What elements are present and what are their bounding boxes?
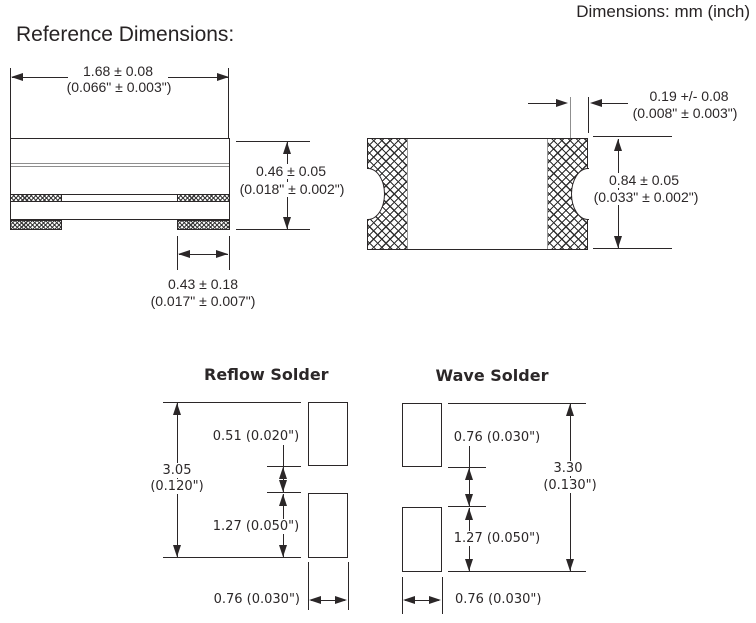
arrowhead-left	[178, 250, 190, 258]
dim-terminal-thickness-inch: (0.008" ± 0.003")	[617, 106, 753, 121]
dim-terminal-length-inch: (0.017" ± 0.007")	[143, 294, 263, 309]
wave-pad-top	[402, 403, 442, 467]
extension-line	[228, 68, 230, 138]
arrowhead-down	[279, 545, 287, 557]
reflow-solder-heading: Reflow Solder	[204, 365, 329, 384]
extension-line	[177, 236, 179, 270]
arrowhead-left	[590, 99, 602, 107]
arrowhead-up	[614, 139, 622, 151]
dimension-line	[311, 600, 345, 602]
arrowhead-down	[566, 559, 574, 571]
extension-line	[448, 571, 586, 573]
wave-pad-width-label: 0.76 (0.030")	[455, 592, 557, 607]
dimension-leader	[528, 103, 557, 105]
extension-line	[348, 562, 350, 610]
terminal-cap-right	[547, 139, 587, 249]
reflow-pad-width-label: 0.76 (0.030")	[198, 592, 300, 607]
extension-line	[163, 402, 301, 404]
arrowhead-right	[335, 596, 347, 604]
end-view-body	[367, 138, 588, 250]
dim-total-height-mm: 0.46 ± 0.05	[242, 164, 340, 179]
wave-solder-heading: Wave Solder	[435, 366, 549, 385]
extension-line	[570, 97, 572, 138]
dimension-leader	[602, 103, 628, 105]
reflow-pad-top	[308, 402, 348, 466]
arrowhead-right	[216, 250, 228, 258]
arrowhead-up	[465, 468, 473, 480]
extension-line	[236, 141, 310, 143]
arrowhead-up	[465, 508, 473, 520]
arrowhead-right	[217, 73, 229, 81]
dim-total-height-inch: (0.018" ± 0.002")	[232, 182, 352, 197]
dim-body-height-mm: 0.84 ± 0.05	[594, 173, 694, 188]
band-line	[62, 194, 177, 196]
extension-line	[163, 557, 301, 559]
reflow-overall-inch-label: (0.120")	[142, 479, 212, 494]
extension-line	[308, 562, 310, 610]
dimension-line	[283, 467, 285, 492]
dimension-line	[179, 254, 228, 256]
bottom-terminal-left	[10, 220, 62, 230]
layer-line	[11, 163, 229, 165]
reflow-pad-bottom	[308, 493, 348, 558]
extension-line	[593, 248, 672, 250]
arrowhead-up	[173, 403, 181, 415]
castellation-notch-left	[366, 168, 385, 220]
arrowhead-down	[283, 217, 291, 229]
arrowhead-right	[429, 596, 441, 604]
reflow-pad-length-label: 1.27 (0.050")	[206, 519, 306, 534]
dimension-line	[405, 600, 439, 602]
dim-terminal-length-mm: 0.43 ± 0.18	[153, 277, 253, 292]
extension-line	[236, 229, 310, 231]
arrowhead-down	[173, 545, 181, 557]
dimension-leader	[469, 446, 471, 467]
side-view-body	[10, 138, 230, 220]
dim-body-height-inch: (0.033" ± 0.002")	[583, 190, 709, 205]
tick-line	[267, 492, 301, 494]
wave-pad-bottom	[402, 507, 442, 572]
extension-line	[10, 68, 12, 138]
tick-line	[267, 466, 301, 468]
extension-line	[229, 236, 231, 270]
reflow-overall-mm-label: 3.05	[147, 463, 207, 478]
extension-line	[593, 136, 672, 138]
dim-body-width-mm: 1.68 ± 0.08	[68, 64, 168, 79]
dim-body-width-inch: (0.066" ± 0.003")	[54, 80, 184, 95]
arrowhead-down	[614, 236, 622, 248]
arrowhead-down	[279, 480, 287, 492]
arrowhead-down	[465, 494, 473, 506]
arrowhead-right	[556, 99, 568, 107]
bottom-terminal-right	[177, 220, 230, 230]
wave-overall-mm-label: 3.30	[538, 461, 598, 476]
reflow-pad-gap-label: 0.51 (0.020")	[206, 429, 306, 444]
band-line	[62, 201, 177, 203]
mid-terminal-right	[177, 194, 230, 202]
arrowhead-left	[309, 596, 321, 604]
wave-pad-length-label: 1.27 (0.050")	[447, 531, 547, 546]
arrowhead-left	[11, 73, 23, 81]
tick-line	[448, 467, 486, 469]
arrowhead-down	[465, 559, 473, 571]
dim-terminal-thickness-mm: 0.19 +/- 0.08	[630, 89, 748, 104]
wave-pad-gap-label: 0.76 (0.030")	[447, 430, 547, 445]
page-title: Reference Dimensions:	[16, 23, 235, 46]
extension-line	[448, 403, 586, 405]
wave-overall-inch-label: (0.130")	[535, 478, 605, 493]
dimension-leader	[283, 445, 285, 466]
arrowhead-up	[279, 467, 287, 479]
dimension-line	[469, 468, 471, 506]
arrowhead-up	[279, 494, 287, 506]
mid-terminal-left	[10, 194, 62, 202]
arrowhead-up	[283, 142, 291, 154]
arrowhead-up	[566, 404, 574, 416]
extension-line	[588, 97, 590, 133]
layer-line	[11, 166, 229, 168]
extension-line	[442, 577, 444, 614]
arrowhead-left	[403, 596, 415, 604]
tick-line	[448, 506, 486, 508]
units-note: Dimensions: mm (inch)	[576, 2, 750, 21]
extension-line	[402, 577, 404, 614]
